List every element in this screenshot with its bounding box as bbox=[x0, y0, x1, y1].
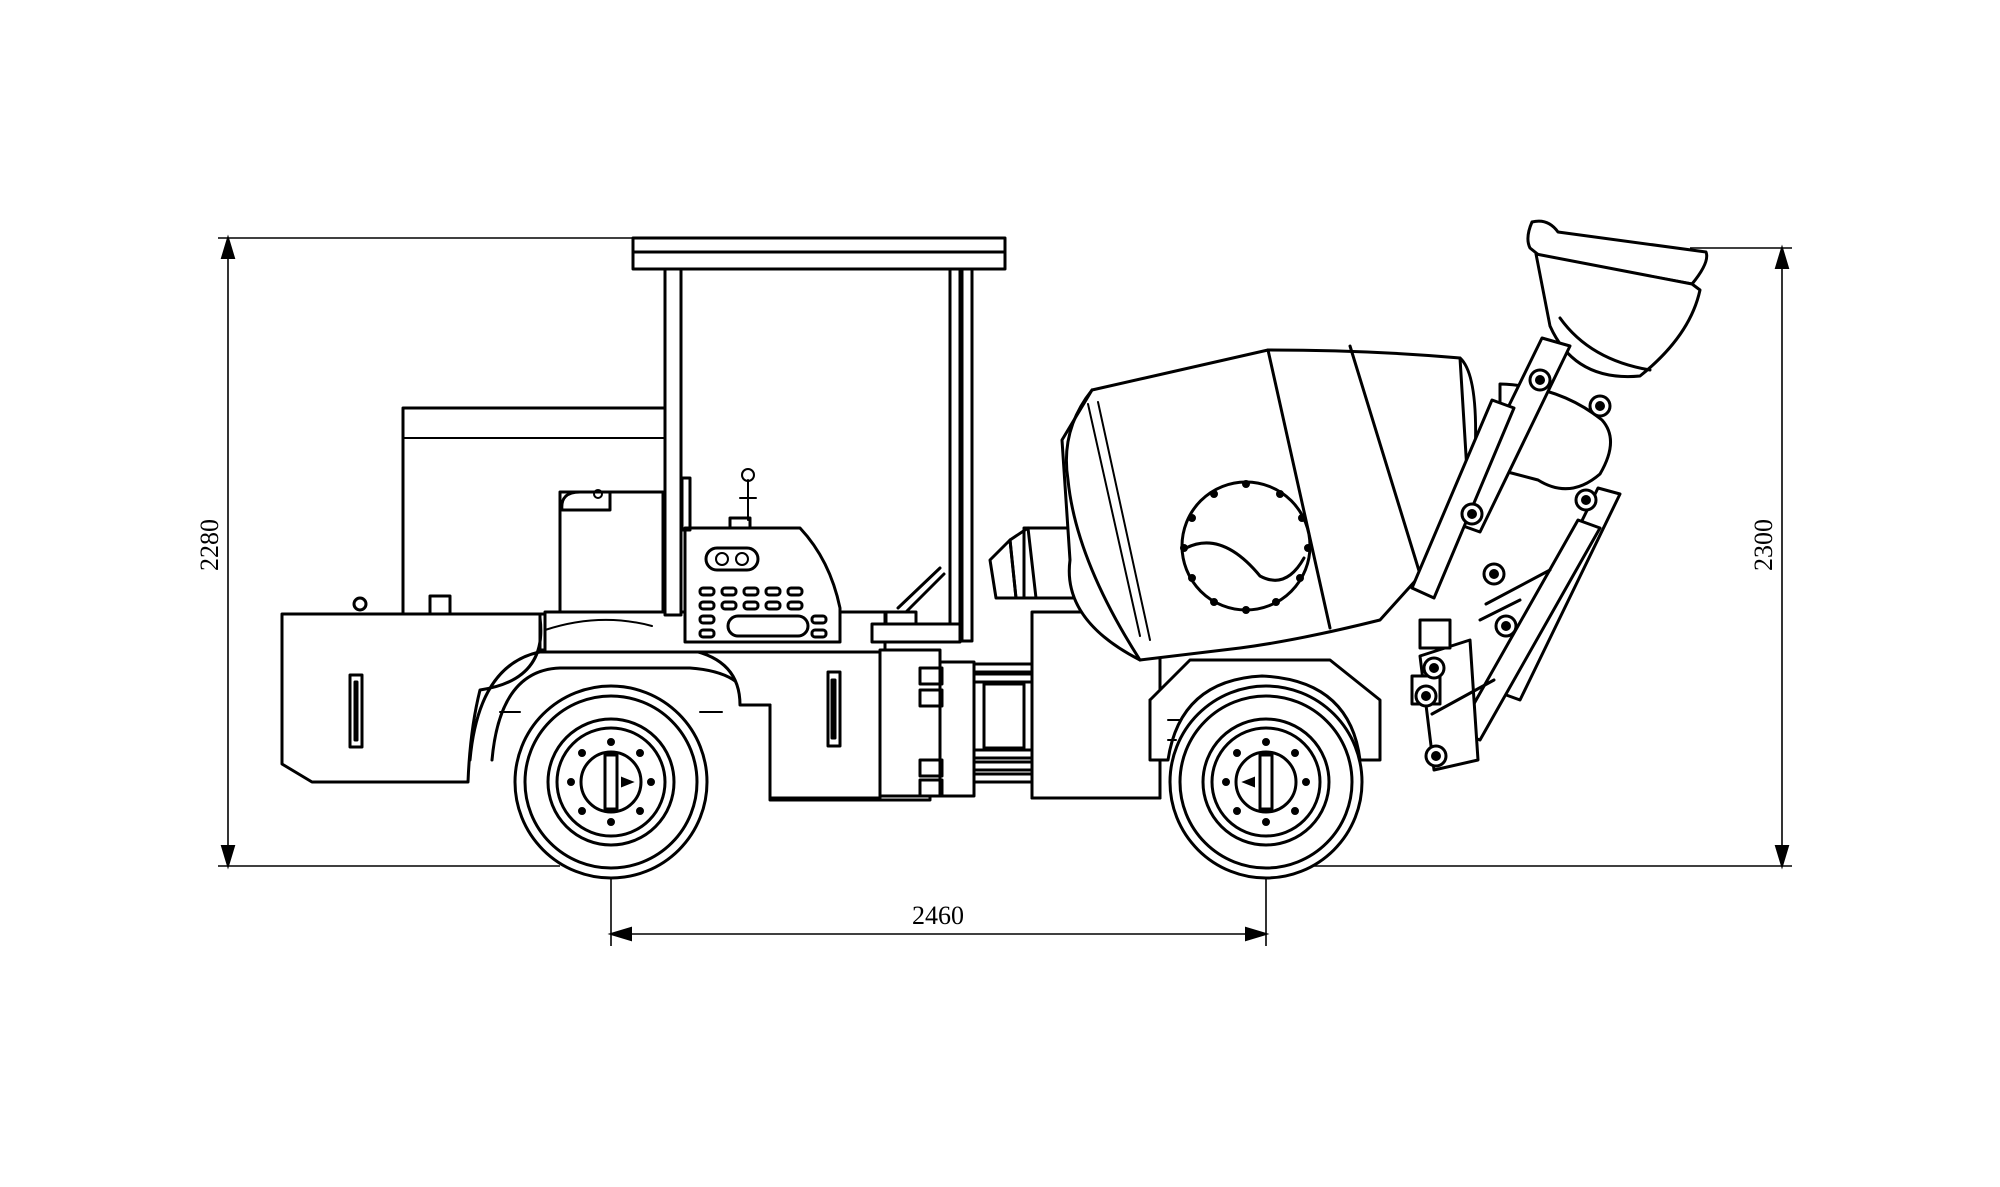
rear-wheel bbox=[513, 684, 709, 880]
height-right-label: 2300 bbox=[1749, 519, 1778, 571]
mixer-drum bbox=[1060, 344, 1478, 662]
front-wheel bbox=[1168, 684, 1364, 880]
engine-hood bbox=[401, 406, 667, 616]
rear-counterweight-box bbox=[280, 596, 543, 784]
operator-console bbox=[680, 468, 842, 644]
articulation-joint bbox=[878, 648, 1034, 798]
dimension-overall-height-right: 2300 bbox=[1310, 244, 1792, 870]
linkage-pins bbox=[1414, 368, 1612, 768]
steering-assembly bbox=[870, 566, 962, 644]
console-button-grid bbox=[698, 586, 828, 639]
drum-hatch-bolts bbox=[1180, 480, 1312, 614]
dimension-overall-height-left: 2280 bbox=[195, 234, 660, 870]
wheelbase-label: 2460 bbox=[912, 901, 964, 930]
loading-bucket bbox=[1498, 219, 1709, 491]
front-chassis bbox=[988, 526, 1162, 800]
dimension-wheelbase: 2460 bbox=[607, 830, 1270, 946]
rops-canopy bbox=[631, 236, 1007, 643]
height-left-label: 2280 bbox=[195, 519, 224, 571]
